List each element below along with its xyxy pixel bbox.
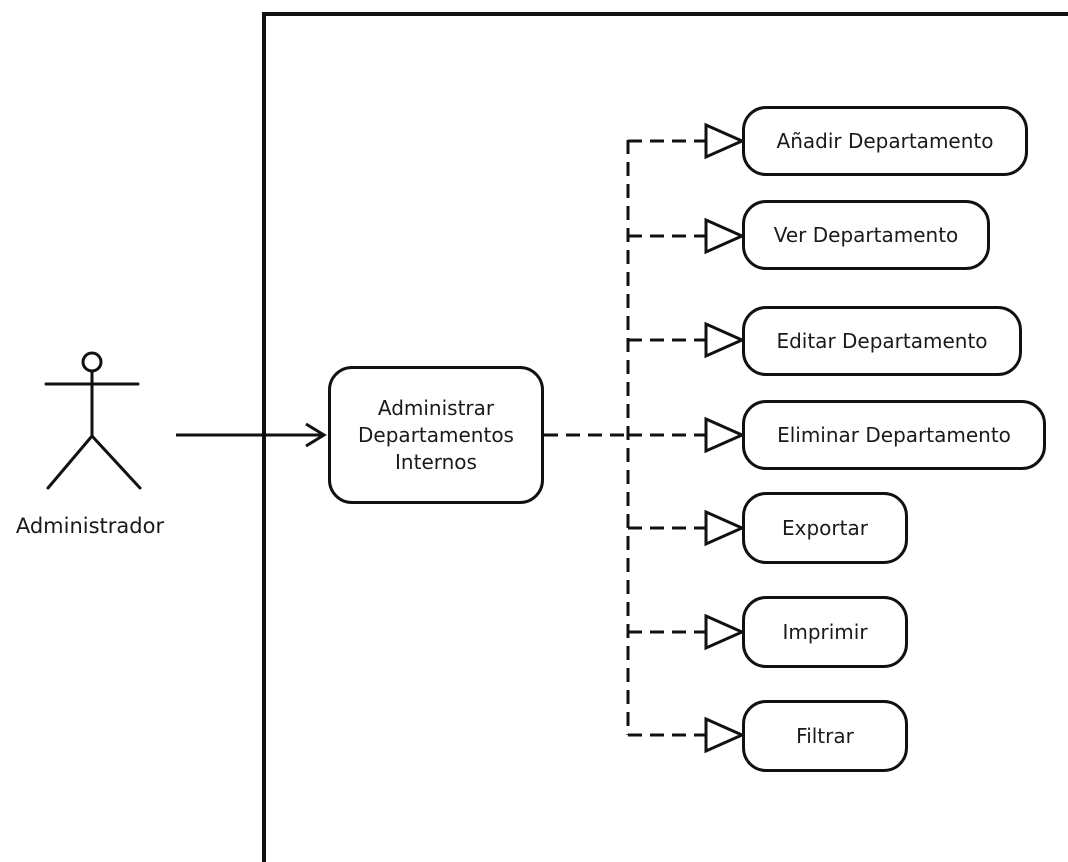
use-case-label: Imprimir <box>782 619 868 644</box>
hollow-arrowhead-icon <box>704 509 746 547</box>
hollow-arrowhead-icon <box>704 122 746 160</box>
main-use-case-label: Administrar Departamentos Internos <box>358 395 514 474</box>
use-case-label: Filtrar <box>796 723 854 748</box>
hollow-arrowhead-icon <box>704 613 746 651</box>
use-case-label: Ver Departamento <box>773 222 959 247</box>
actor-stick-figure-icon <box>44 351 142 490</box>
use-case-imprimir[interactable]: Imprimir <box>742 596 908 668</box>
actor-label: Administrador <box>15 514 165 538</box>
use-case-ver-departamento[interactable]: Ver Departamento <box>742 200 990 270</box>
use-case-filtrar[interactable]: Filtrar <box>742 700 908 772</box>
actor-left-leg <box>46 434 94 490</box>
dependency-connectors <box>544 140 630 735</box>
use-case-label: Editar Departamento <box>776 328 988 353</box>
use-case-label: Añadir Departamento <box>776 128 994 153</box>
actor-head <box>81 351 103 373</box>
hollow-arrowhead-icon <box>704 321 746 359</box>
hollow-arrowhead-icon <box>704 416 746 454</box>
hollow-arrowhead-icon <box>704 716 746 754</box>
association-arrow <box>176 422 327 448</box>
use-case-eliminar-departamento[interactable]: Eliminar Departamento <box>742 400 1046 470</box>
use-case-label: Eliminar Departamento <box>777 422 1011 447</box>
use-case-label: Exportar <box>782 515 868 540</box>
system-boundary <box>262 12 1068 862</box>
use-case-anadir-departamento[interactable]: Añadir Departamento <box>742 106 1028 176</box>
use-case-editar-departamento[interactable]: Editar Departamento <box>742 306 1022 376</box>
branch-connectors <box>628 122 746 754</box>
use-case-exportar[interactable]: Exportar <box>742 492 908 564</box>
actor-right-leg <box>90 434 142 490</box>
hollow-arrowhead-icon <box>704 217 746 255</box>
use-case-administrar-departamentos-internos[interactable]: Administrar Departamentos Internos <box>328 366 544 504</box>
